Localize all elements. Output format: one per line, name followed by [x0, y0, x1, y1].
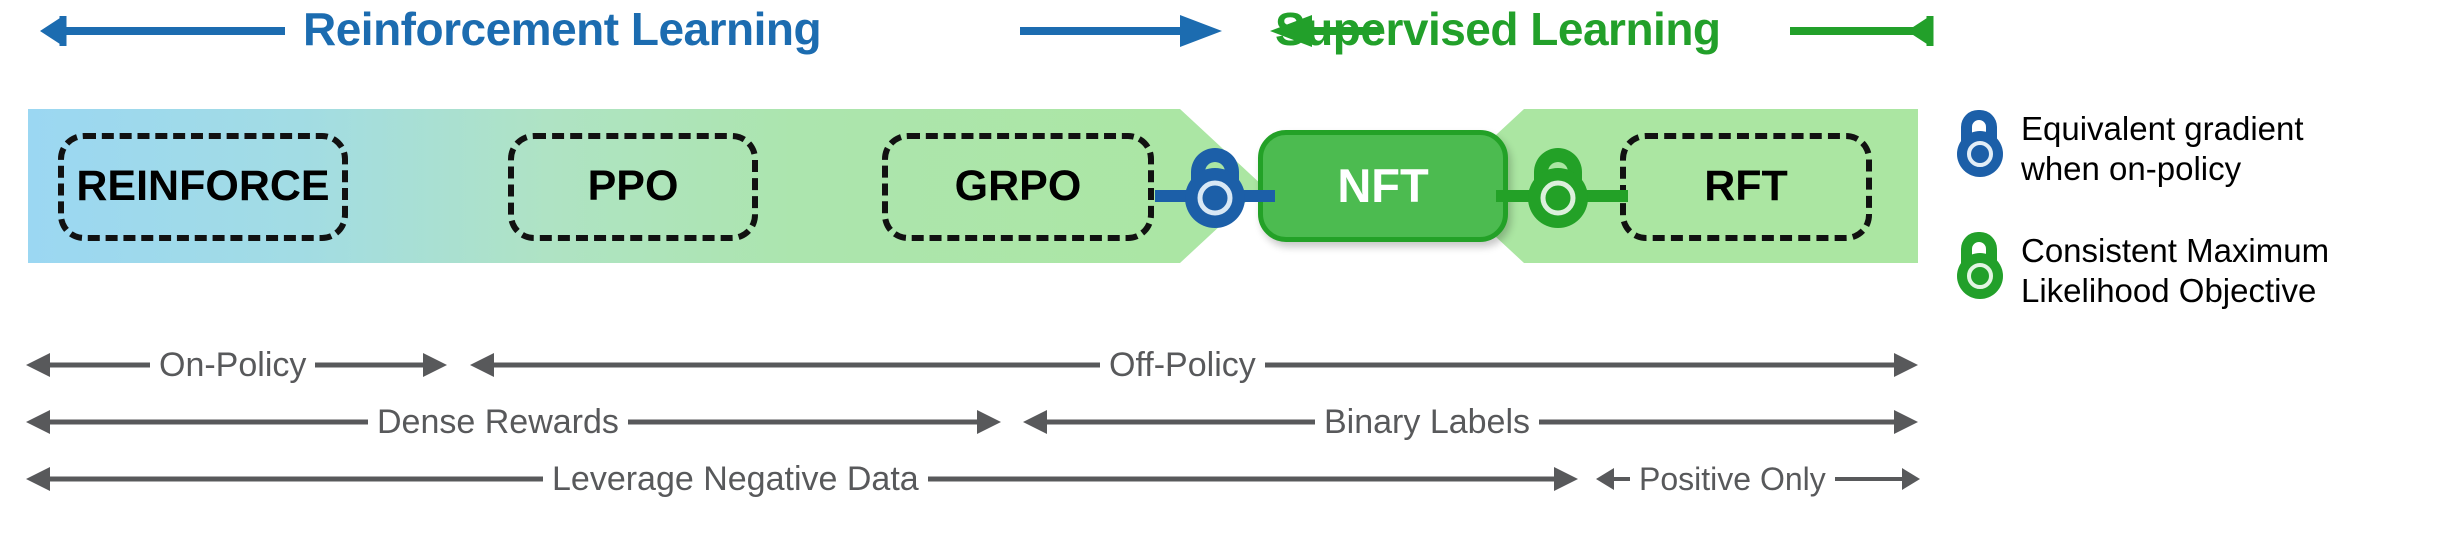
axis-reward-lines	[26, 410, 1918, 434]
method-label-reinforce: REINFORCE	[76, 161, 330, 210]
axis-row-reward-signal: Dense Rewards Binary Labels	[0, 400, 2443, 444]
method-box-reinforce[interactable]: REINFORCE	[58, 133, 348, 241]
method-label-grpo: GRPO	[954, 161, 1082, 210]
axis-row-data-usage: Leverage Negative Data Positive Only	[0, 457, 2443, 501]
sl-arrow-line	[1270, 15, 1934, 47]
lock-icon	[1957, 110, 2003, 177]
axis-label-binary-labels: Binary Labels	[1315, 402, 1540, 442]
legend-text-blue-lock: Equivalent gradient when on-policy	[2021, 110, 2304, 187]
connector-grpo-nft[interactable]	[1155, 140, 1275, 236]
method-box-nft[interactable]: NFT	[1258, 130, 1508, 242]
axis-label-dense-rewards: Dense Rewards	[368, 402, 628, 442]
supervised-learning-label: Supervised Learning	[1275, 3, 1721, 55]
method-box-ppo[interactable]: PPO	[508, 133, 758, 241]
legend-item-blue-lock: Equivalent gradient when on-policy	[1955, 108, 2304, 189]
method-label-nft: NFT	[1337, 158, 1429, 212]
header-arrows	[40, 15, 1934, 47]
axis-row-policy: On-Policy Off-Policy	[0, 343, 2443, 387]
axis-label-positive-only: Positive Only	[1630, 459, 1835, 499]
lock-icon	[1185, 148, 1245, 228]
connector-nft-rft[interactable]	[1496, 140, 1628, 236]
rl-arrow-line	[40, 15, 1222, 47]
axis-label-off-policy: Off-Policy	[1100, 345, 1265, 385]
axis-label-on-policy: On-Policy	[150, 345, 316, 385]
axis-data-usage-lines	[26, 467, 1920, 491]
legend-item-green-lock: Consistent Maximum Likelihood Objective	[1955, 230, 2329, 311]
lock-icon	[1528, 148, 1588, 228]
legend-text-green-lock: Consistent Maximum Likelihood Objective	[2021, 232, 2330, 309]
method-box-grpo[interactable]: GRPO	[882, 133, 1154, 241]
axis-label-leverage-negative-data: Leverage Negative Data	[543, 459, 928, 499]
method-label-ppo: PPO	[587, 161, 679, 210]
method-box-rft[interactable]: RFT	[1620, 133, 1872, 241]
method-label-rft: RFT	[1704, 161, 1788, 210]
reinforcement-learning-label: Reinforcement Learning	[303, 3, 822, 55]
lock-icon	[1957, 232, 2003, 299]
